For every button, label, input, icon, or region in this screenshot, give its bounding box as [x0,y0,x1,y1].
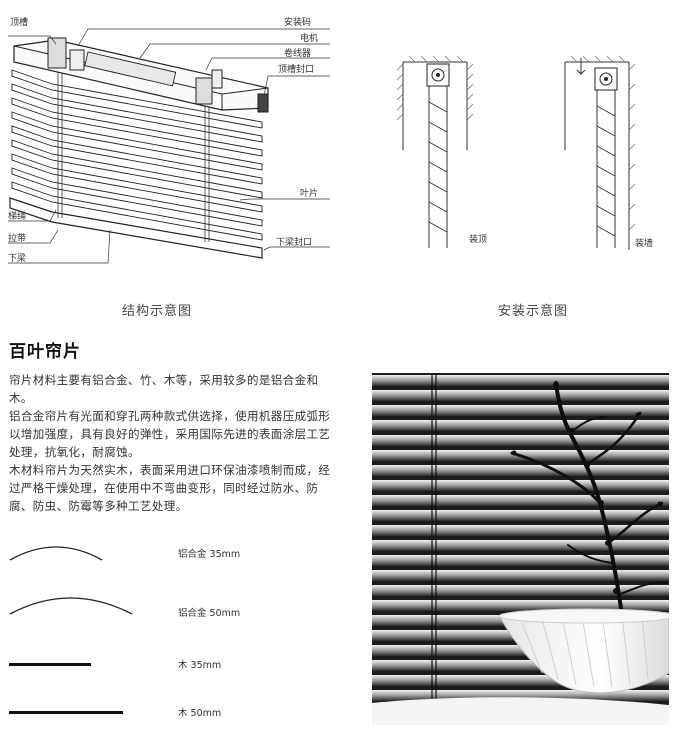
wall-mount-figure [564,55,636,250]
install-diagram: 装顶 装墙 [396,55,653,250]
profile-wood-35 [9,663,91,666]
label-top-rail: 顶槽 [10,16,28,28]
profile-label-wood-50: 木 50mm [178,708,222,719]
label-mount-bracket: 安装码 [284,16,311,28]
motor [84,51,177,87]
structure-diagram: 顶槽 安装码 电机 卷线器 顶槽封口 叶片 梯绳 拉带 下梁 下梁封口 [8,16,330,264]
slat-stack [11,69,263,241]
structure-caption: 结构示意图 [122,304,193,319]
top-cap [257,93,269,113]
label-bottom-cap: 下梁封口 [276,236,312,248]
label-top-cap: 顶槽封口 [278,63,314,75]
blinds-photo [372,373,669,725]
section-title: 百叶帘片 [9,342,81,362]
mount-bracket-left [47,37,67,69]
profile-wood-50 [9,711,123,714]
label-pull-cord: 拉带 [8,232,26,244]
label-ceiling-mount: 装顶 [469,233,487,245]
label-ladder-cord: 梯绳 [8,210,26,222]
install-caption: 安装示意图 [498,304,569,319]
paragraph-wood: 木材料帘片为天然实木，表面采用进口环保油漆喷制而成，经过严格干燥处理，在使用中不… [9,463,331,513]
bottom-rail [9,197,263,259]
profile-aluminum-35 [9,546,103,561]
section-body: 帘片材料主要有铝合金、竹、木等，采用较多的是铝合金和木。 铝合金帘片有光面和穿孔… [9,371,331,515]
mount-bracket-right [195,77,213,105]
label-reel: 卷线器 [284,47,311,59]
profile-label-aluminum-35: 铝合金 35mm [178,549,241,560]
label-motor: 电机 [300,32,318,44]
profile-aluminum-50 [9,597,133,615]
label-slat: 叶片 [300,187,318,199]
ceiling-mount-figure [396,55,474,248]
label-bottom-rail: 下梁 [8,252,26,264]
label-wall-mount: 装墙 [635,237,653,249]
profile-label-aluminum-50: 铝合金 50mm [178,608,241,619]
paragraph-aluminum: 铝合金帘片有光面和穿孔两种款式供选择，使用机器压成弧形以增加强度，具有良好的弹性… [9,409,331,459]
profile-label-wood-35: 木 35mm [178,660,222,671]
paragraph-materials: 帘片材料主要有铝合金、竹、木等，采用较多的是铝合金和木。 [9,373,319,405]
